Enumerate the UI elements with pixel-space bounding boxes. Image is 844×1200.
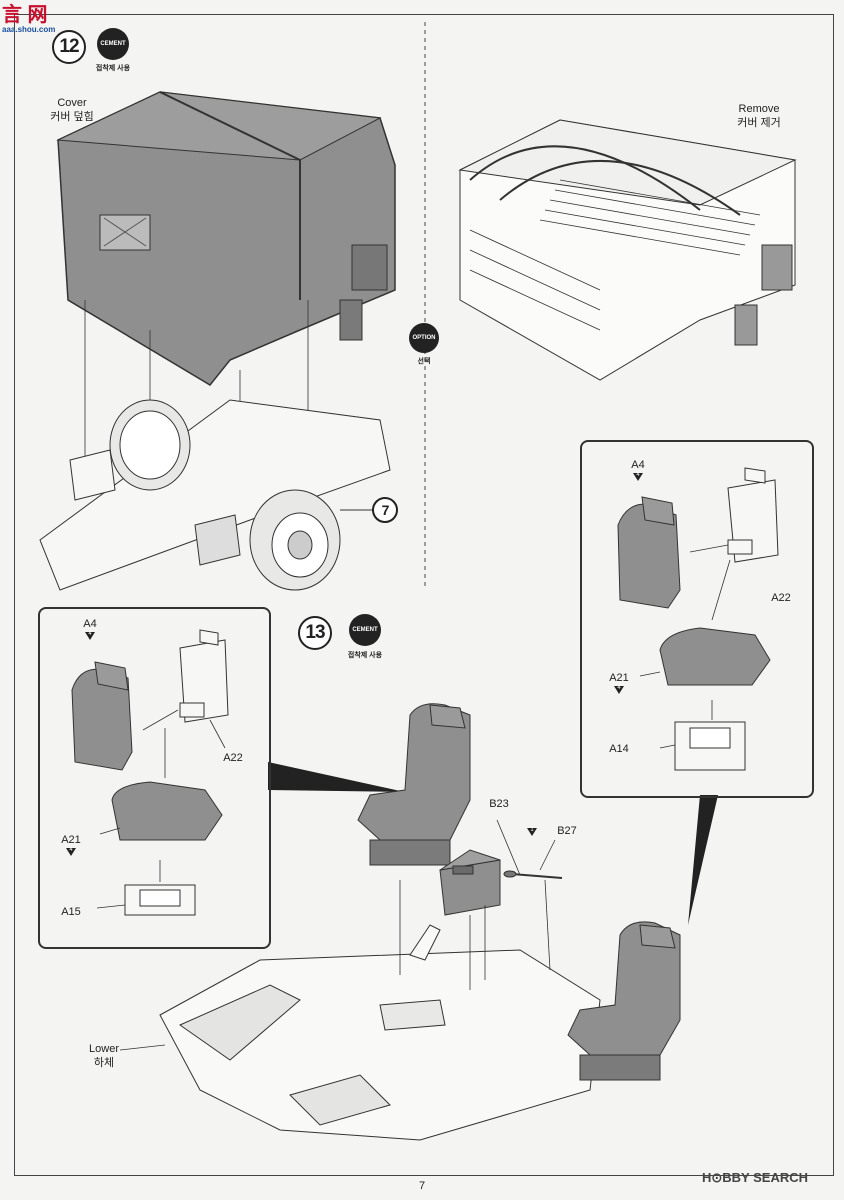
watermark-logo: 言 网 (2, 4, 48, 26)
right-a14-label: A14 (609, 743, 629, 755)
left-a22-label: A22 (223, 752, 243, 764)
right-a21-qty: 4 (617, 685, 621, 691)
cement-caption-13: 접착제 사용 (347, 652, 383, 659)
b27-label: B27 (557, 825, 577, 837)
lower-label-en: Lower (89, 1043, 119, 1055)
left-box-parts (71, 629, 229, 916)
step-12-number: 12 (52, 30, 86, 64)
watermark-url: aaa.shou.com (2, 25, 56, 34)
left-a21-qty: 4 (69, 847, 73, 853)
left-a4-qty: 4 (88, 631, 92, 637)
cement-caption: 접착제 사용 (95, 65, 131, 72)
right-detail-box (580, 440, 814, 798)
left-a15-label: A15 (61, 906, 81, 918)
right-a4-label: A4 (631, 459, 645, 471)
right-box-parts (617, 467, 779, 771)
left-a21-label: A21 (61, 834, 81, 846)
b27-marker-num: 1 (530, 827, 534, 833)
hobby-search-watermark: H⊙BBY SEARCH (702, 1170, 808, 1185)
chassis (39, 399, 391, 591)
page-number: 7 (418, 1180, 426, 1192)
b23-label: B23 (489, 798, 509, 810)
left-a4-label: A4 (83, 618, 97, 630)
lower-label-ko: 하체 (93, 1057, 115, 1069)
cement-icon: CEMENT (97, 28, 129, 60)
remove-label-en: Remove (738, 103, 780, 115)
center-seat (357, 703, 471, 866)
cover-label-en: Cover (57, 97, 87, 109)
right-a4-qty-marker (633, 473, 643, 481)
step-13-number: 13 (298, 616, 332, 650)
left-detail-box (38, 607, 271, 949)
lower-body (159, 924, 601, 1141)
cement-icon-13: CEMENT (349, 614, 381, 646)
covered-bed (56, 91, 396, 386)
right-a21-label: A21 (609, 672, 629, 684)
right-seat (567, 921, 681, 1081)
right-a21-qty-marker (614, 686, 624, 694)
option-caption: 선택 (417, 358, 431, 365)
right-a22-label: A22 (771, 592, 791, 604)
uncovered-bed (458, 119, 797, 381)
b27-marker (527, 828, 537, 836)
remove-label-ko: 커버 제거 (737, 117, 781, 129)
b23-part (439, 849, 501, 916)
cover-label-ko: 커버 덮힘 (50, 111, 94, 123)
option-icon: OPTION (409, 323, 439, 353)
page-frame (14, 14, 834, 1176)
left-a21-qty-marker (66, 848, 76, 856)
left-a4-qty-marker (85, 632, 95, 640)
step-7-reference: 7 (372, 497, 398, 523)
right-a4-qty: 4 (636, 472, 640, 478)
